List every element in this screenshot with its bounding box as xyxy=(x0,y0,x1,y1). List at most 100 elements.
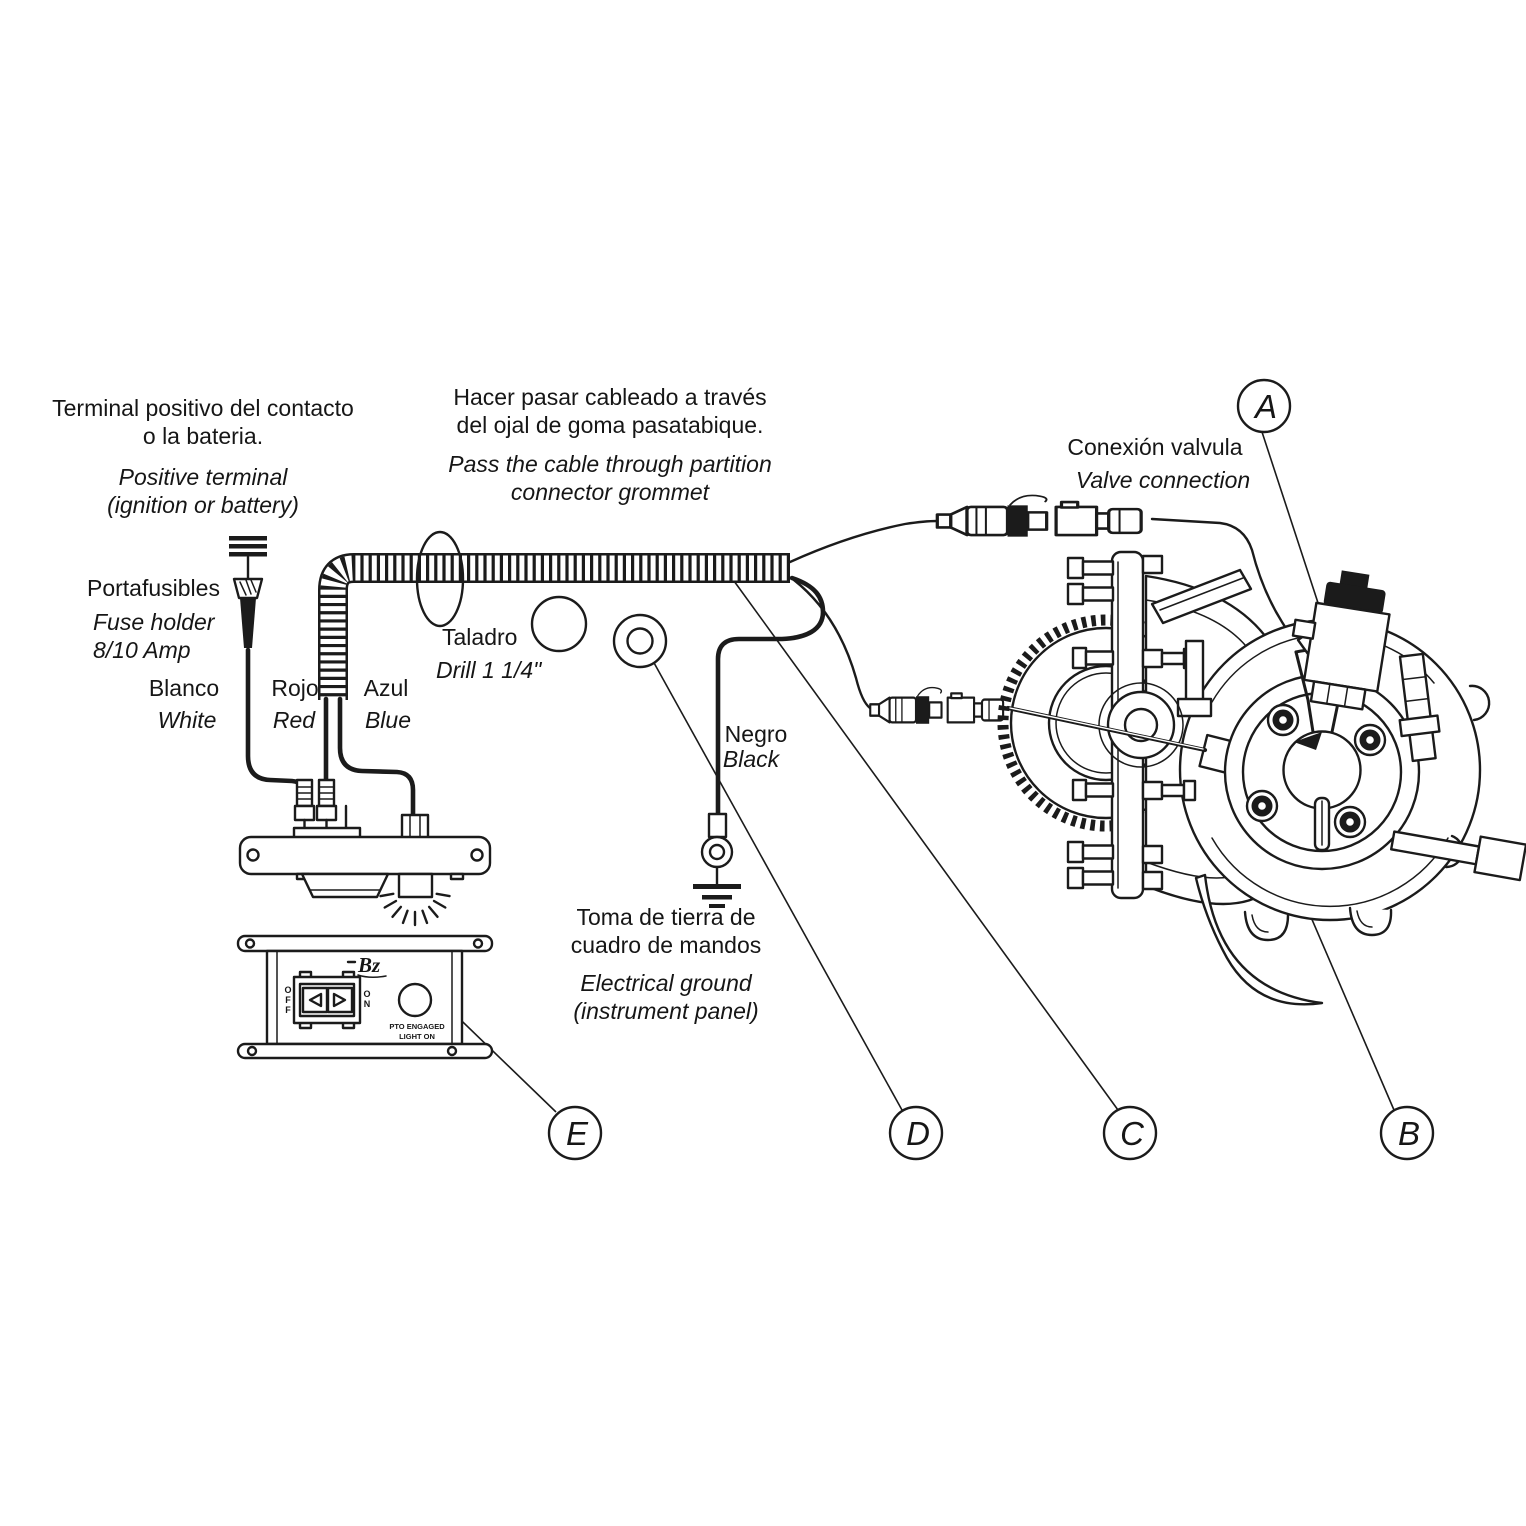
callout-markers: A B C D E xyxy=(547,378,1435,1161)
svg-text:E: E xyxy=(566,1115,589,1152)
spade-terminals xyxy=(292,778,362,840)
switch-on-label: O N xyxy=(363,989,370,1009)
housing-lower-bulge xyxy=(1194,873,1324,1006)
grommet-hole xyxy=(612,613,668,669)
pto-switch-relay-unit xyxy=(238,835,492,927)
solenoid-valve xyxy=(1291,570,1391,711)
svg-text:cuadro de mandos: cuadro de mandos xyxy=(571,932,762,958)
svg-text:Taladro: Taladro xyxy=(442,624,517,650)
ground-terminal-icon xyxy=(693,812,741,908)
svg-text:O: O xyxy=(284,985,291,995)
svg-text:Red: Red xyxy=(273,707,316,733)
battery-terminal-icon xyxy=(229,536,267,581)
label-valve: Conexión valvula Valve connection xyxy=(1067,434,1250,493)
drill-hole-circle xyxy=(530,595,588,653)
grommet-es-line2: del ojal de goma pasatabique. xyxy=(457,412,764,438)
control-panel: Bz O F F O N PTO ENGAGED LIGHT ON xyxy=(236,934,494,1060)
pto-light-caption-line1: PTO ENGAGED xyxy=(389,1022,445,1031)
svg-text:White: White xyxy=(158,707,217,733)
leader-d xyxy=(647,651,903,1111)
callout-c: C xyxy=(1102,1105,1158,1161)
switch-off-label: O F F xyxy=(284,985,291,1015)
switch-wire xyxy=(792,578,872,710)
connector-housing xyxy=(300,872,390,899)
battery-en-line1: Positive terminal xyxy=(119,464,289,490)
plate-hub xyxy=(1098,682,1184,768)
top-bracket xyxy=(1150,568,1253,625)
brand-logo: Bz xyxy=(357,953,381,977)
battery-es-line2: o la bateria. xyxy=(143,423,263,449)
battery-en-line2: (ignition or battery) xyxy=(107,492,299,518)
callout-e: E xyxy=(547,1105,603,1161)
pto-gear-assembly xyxy=(997,550,1526,1006)
leader-a xyxy=(1261,431,1322,613)
callout-a: A xyxy=(1236,378,1292,434)
triangle-right-icon xyxy=(332,992,347,1008)
svg-text:(instrument panel): (instrument panel) xyxy=(573,998,758,1024)
valve-connector-pair xyxy=(935,493,1143,539)
label-wire-blue: Azul Blue xyxy=(364,675,411,733)
blue-wire xyxy=(337,696,416,817)
panel-top-bracket xyxy=(236,934,494,953)
svg-text:Conexión valvula: Conexión valvula xyxy=(1067,434,1242,460)
black-wire xyxy=(715,575,826,817)
svg-text:F: F xyxy=(285,995,291,1005)
valve-wire xyxy=(788,519,939,564)
pto-light-caption-line2: LIGHT ON xyxy=(399,1032,435,1041)
grommet-en-line2: connector grommet xyxy=(511,479,711,505)
callout-d: D xyxy=(888,1105,944,1161)
spade-terminal-red xyxy=(315,778,338,831)
label-grommet: Hacer pasar cableado a través del ojal d… xyxy=(448,384,771,505)
label-wire-white: Blanco White xyxy=(149,675,219,733)
label-battery: Terminal positivo del contacto o la bate… xyxy=(52,395,354,518)
grommet-es-line1: Hacer pasar cableado a través xyxy=(453,384,766,410)
svg-text:A: A xyxy=(1253,388,1277,425)
panel-bottom-bracket xyxy=(236,1042,494,1060)
fuse-es: Portafusibles xyxy=(87,575,220,601)
svg-text:F: F xyxy=(285,1005,291,1015)
rocker-on-key[interactable] xyxy=(326,986,354,1014)
triangle-left-icon xyxy=(308,992,323,1008)
label-drill: Taladro Drill 1 1/4" xyxy=(436,624,543,683)
pressure-switch-rod xyxy=(1005,705,1208,753)
svg-text:Blue: Blue xyxy=(365,707,411,733)
svg-text:B: B xyxy=(1398,1115,1420,1152)
grommet-callout-ellipse xyxy=(415,530,465,628)
battery-es-line1: Terminal positivo del contacto xyxy=(52,395,354,421)
fuse-en-line1: Fuse holder xyxy=(93,609,216,635)
svg-text:Blanco: Blanco xyxy=(149,675,219,701)
svg-text:Valve connection: Valve connection xyxy=(1076,467,1250,493)
svg-text:Negro: Negro xyxy=(725,721,788,747)
fuse-holder-icon xyxy=(232,577,264,648)
label-wire-red: Rojo Red xyxy=(271,675,318,733)
svg-text:C: C xyxy=(1120,1115,1145,1152)
fuse-en-line2: 8/10 Amp xyxy=(93,637,191,663)
right-stud xyxy=(1398,652,1441,763)
svg-text:Toma de tierra de: Toma de tierra de xyxy=(577,904,756,930)
spade-terminal-white xyxy=(293,778,316,831)
svg-text:D: D xyxy=(906,1115,930,1152)
callout-b: B xyxy=(1379,1105,1435,1161)
plate-bolts-left xyxy=(1066,556,1115,890)
svg-text:Black: Black xyxy=(723,746,781,772)
svg-text:Rojo: Rojo xyxy=(271,675,318,701)
svg-text:Electrical ground: Electrical ground xyxy=(580,970,753,996)
svg-text:N: N xyxy=(364,999,371,1009)
leader-c xyxy=(733,580,1119,1111)
switch-connector-pair xyxy=(869,686,1005,725)
grommet-en-line1: Pass the cable through partition xyxy=(448,451,771,477)
svg-text:Drill 1 1/4": Drill 1 1/4" xyxy=(436,657,543,683)
arrow-marker xyxy=(1294,732,1322,750)
bottom-right-stud xyxy=(1389,830,1526,882)
label-fuse: Portafusibles Fuse holder 8/10 Amp xyxy=(87,575,220,663)
svg-text:O: O xyxy=(363,989,370,999)
socket-bolts xyxy=(1245,703,1387,839)
pto-indicator-lamp xyxy=(379,872,451,927)
corrugated-conduit xyxy=(318,553,790,700)
rocker-switch[interactable] xyxy=(292,970,362,1030)
label-wire-black: Negro Black xyxy=(723,721,787,772)
label-ground: Toma de tierra de cuadro de mandos Elect… xyxy=(571,904,762,1024)
svg-text:Azul: Azul xyxy=(364,675,409,701)
